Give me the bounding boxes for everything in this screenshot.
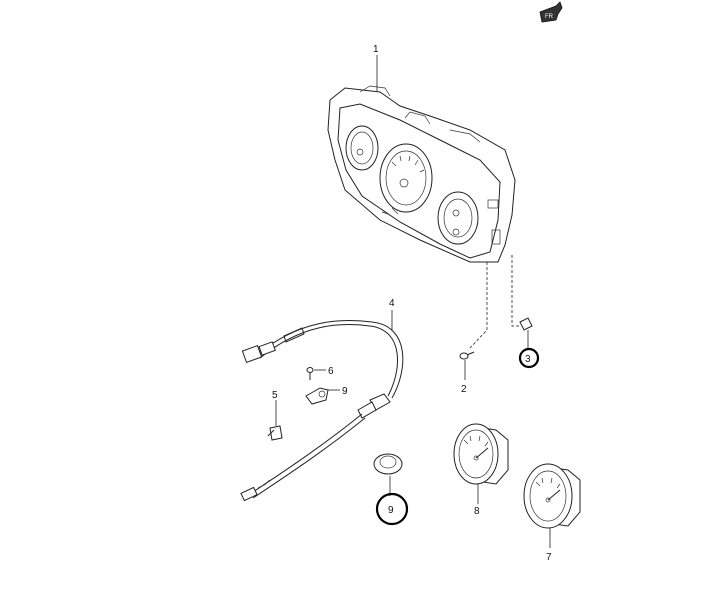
- callout-6: 6: [328, 366, 334, 377]
- bolt: [306, 367, 314, 380]
- callout-7: 7: [546, 552, 552, 563]
- callout-1: 1: [373, 44, 379, 55]
- highlight-ring-9: [375, 492, 409, 526]
- callout-5: 5: [272, 390, 278, 401]
- instrument-cluster: [327, 85, 516, 263]
- gauge-7: [523, 463, 581, 529]
- screw: [459, 351, 475, 360]
- callout-9-upper: 9: [342, 386, 348, 397]
- grommet-large: [373, 453, 403, 475]
- svg-text:FR: FR: [545, 14, 554, 20]
- gauge-8: [453, 423, 509, 485]
- clip: [519, 317, 533, 331]
- cable-clamp: [267, 425, 283, 441]
- callout-8: 8: [474, 506, 480, 517]
- speedometer-cable: [240, 320, 404, 502]
- grommet-small: [305, 387, 329, 405]
- callout-2: 2: [461, 384, 467, 395]
- callout-3: 3: [525, 354, 531, 365]
- front-arrow-icon: FR: [539, 1, 563, 23]
- highlight-ring-3: [518, 347, 540, 369]
- callout-9-lower: 9: [388, 505, 394, 516]
- callout-4: 4: [389, 298, 395, 309]
